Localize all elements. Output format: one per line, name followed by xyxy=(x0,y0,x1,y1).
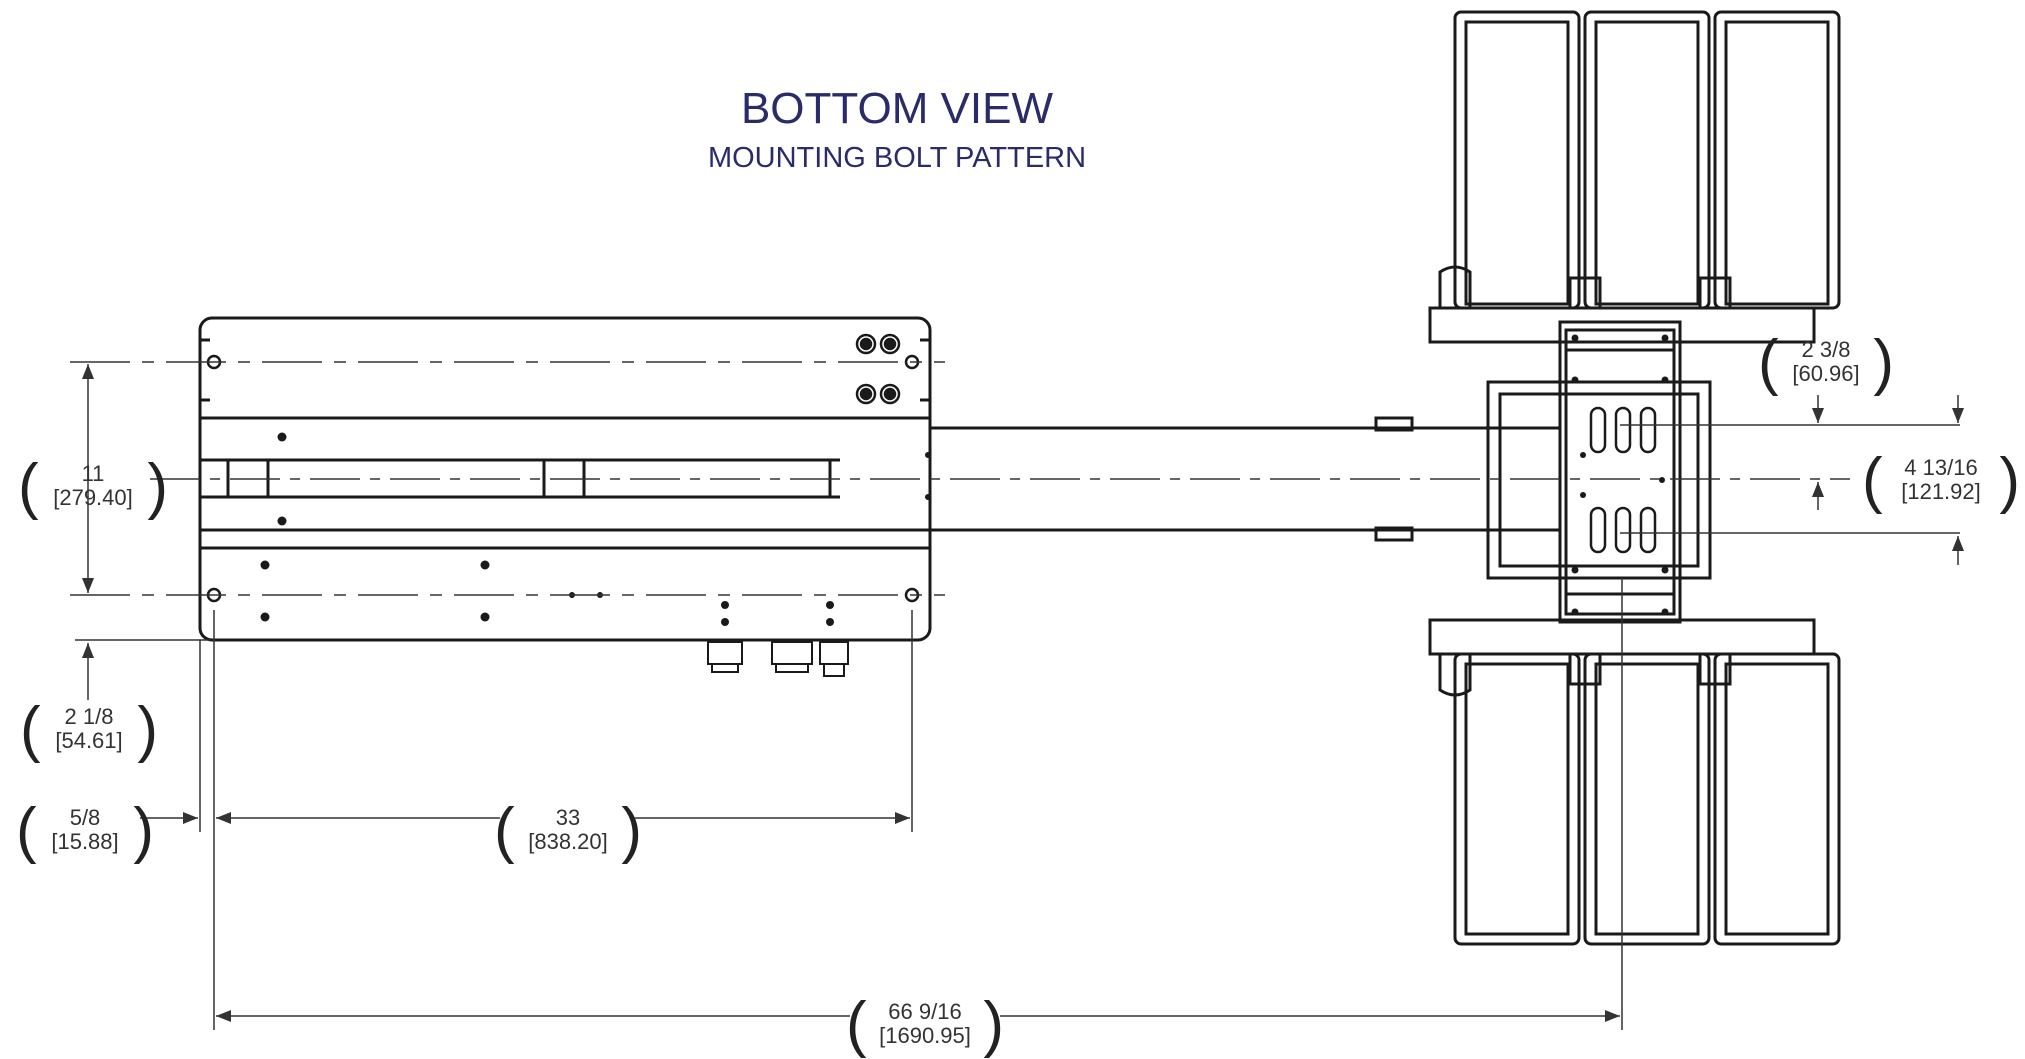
mounting-bracket xyxy=(1486,320,1712,624)
centerlines xyxy=(70,361,1960,596)
drawing-subtitle: MOUNTING BOLT PATTERN xyxy=(707,142,1087,174)
dim-bracket-span-metric: [121.92] xyxy=(1901,479,1981,504)
bracket-bolts xyxy=(1571,334,1669,616)
dim-height-overall-metric: [279.40] xyxy=(53,485,133,510)
dim-height-overall-imperial: 11 xyxy=(81,461,105,486)
support-arm xyxy=(930,416,1560,542)
enclosure-rivets xyxy=(260,432,931,626)
dim-bracket-offset-imperial: 2 3/8 xyxy=(1801,337,1851,362)
dim-edge-offset-vertical: () 2 1/8 [54.61] xyxy=(20,695,158,764)
dimension-lines xyxy=(75,364,1964,1030)
dim-bracket-span: () 4 13/16 [121.92] xyxy=(1862,446,2020,515)
dim-edge-offset-horizontal-metric: [15.88] xyxy=(51,829,119,854)
dim-edge-offset-vertical-metric: [54.61] xyxy=(55,728,123,753)
dim-bolt-span-horizontal-imperial: 33 xyxy=(555,805,581,830)
dim-bracket-span-imperial: 4 13/16 xyxy=(1904,455,1978,480)
top-lamp-heads xyxy=(1438,10,1841,310)
dim-edge-offset-horizontal: () 5/8 [15.88] xyxy=(16,796,154,865)
cable-glands xyxy=(707,641,849,677)
bottom-lamp-heads xyxy=(1438,652,1841,946)
dim-bracket-offset-metric: [60.96] xyxy=(1792,361,1860,386)
dim-overall-length-metric: [1690.95] xyxy=(879,1023,971,1048)
dim-height-overall: () 11 [279.40] xyxy=(18,452,168,521)
bracket-slots xyxy=(1589,406,1657,554)
dim-overall-length-imperial: 66 9/16 xyxy=(888,999,962,1024)
enclosure-holes xyxy=(206,333,920,603)
dim-bolt-span-horizontal: () 33 [838.20] xyxy=(494,796,642,865)
dim-overall-length: () 66 9/16 [1690.95] xyxy=(846,990,1004,1059)
enclosure-body xyxy=(198,316,932,642)
dim-edge-offset-vertical-imperial: 2 1/8 xyxy=(64,704,114,729)
dim-bolt-span-horizontal-metric: [838.20] xyxy=(528,829,608,854)
drawing-title: BOTTOM VIEW xyxy=(740,84,1054,133)
dim-edge-offset-horizontal-imperial: 5/8 xyxy=(69,805,101,830)
dim-bracket-offset: () 2 3/8 [60.96] xyxy=(1758,328,1894,397)
